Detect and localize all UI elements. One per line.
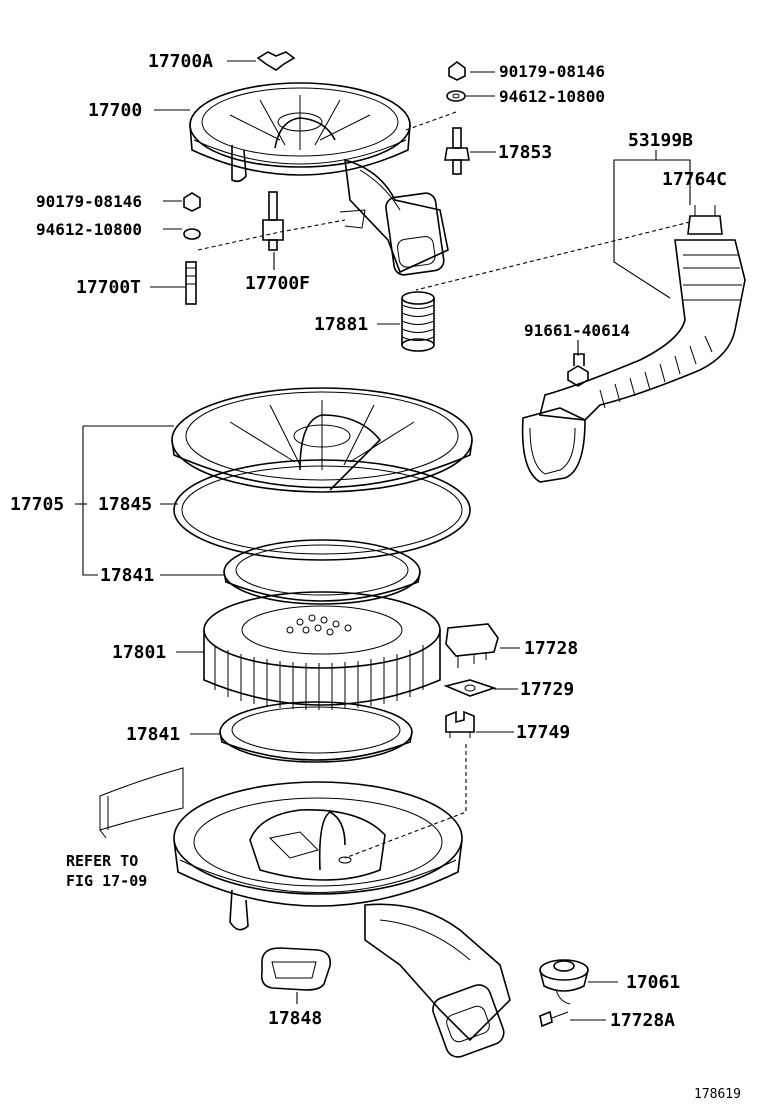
callout-90179-08146-left: 90179-08146 — [36, 192, 142, 211]
callout-17728: 17728 — [524, 638, 578, 659]
callout-53199B: 53199B — [628, 130, 693, 151]
callout-17700F: 17700F — [245, 273, 310, 294]
callout-leader-lines — [75, 60, 691, 1021]
cushion-pad-part — [260, 947, 332, 991]
callout-17801: 17801 — [112, 642, 166, 663]
air-cleaner-case-bottom-part — [173, 781, 511, 1058]
callout-90179-08146-top: 90179-08146 — [499, 62, 605, 81]
valve-and-screw-parts — [539, 959, 589, 1028]
callout-17853: 17853 — [498, 142, 552, 163]
intake-hose-part — [521, 205, 746, 483]
refer-page-symbol — [99, 767, 184, 839]
sensor-gasket-clip-parts — [443, 623, 499, 738]
wing-nut-part — [256, 51, 296, 71]
callout-17700T: 17700T — [76, 277, 141, 298]
spring-part — [401, 291, 435, 352]
nut-washer-stud-top-right — [444, 61, 470, 175]
callout-94612-10800-top: 94612-10800 — [499, 87, 605, 106]
callout-94612-10800-left: 94612-10800 — [36, 220, 142, 239]
refer-note-line1: REFER TO — [66, 852, 138, 870]
callout-17749: 17749 — [516, 722, 570, 743]
callout-17705: 17705 — [10, 494, 64, 515]
gasket-ring-part — [173, 459, 471, 561]
callout-91661-40614: 91661-40614 — [524, 321, 630, 340]
callout-17061: 17061 — [626, 972, 680, 993]
cleaner-lid-part — [171, 387, 473, 493]
callout-17700A: 17700A — [148, 51, 213, 72]
lower-seal-ring-part — [219, 701, 413, 763]
refer-note-line2: FIG 17-09 — [66, 872, 147, 890]
filter-element-part — [203, 591, 441, 710]
bolt-part — [567, 353, 589, 387]
callout-17764C: 17764C — [662, 169, 727, 190]
callout-17881: 17881 — [314, 314, 368, 335]
callout-17848: 17848 — [268, 1008, 322, 1029]
air-cleaner-cap-top-assembly — [189, 82, 449, 276]
callout-17700: 17700 — [88, 100, 142, 121]
alignment-dashed-lines — [197, 111, 691, 859]
callout-17841-upper: 17841 — [100, 565, 154, 586]
callout-17841-lower: 17841 — [126, 724, 180, 745]
callout-17845: 17845 — [98, 494, 152, 515]
upper-seal-ring-part — [223, 539, 421, 605]
nut-washer-studs-left — [183, 191, 284, 305]
figure-number: 178619 — [694, 1087, 741, 1102]
callout-17729: 17729 — [520, 679, 574, 700]
callout-17728A: 17728A — [610, 1010, 675, 1031]
